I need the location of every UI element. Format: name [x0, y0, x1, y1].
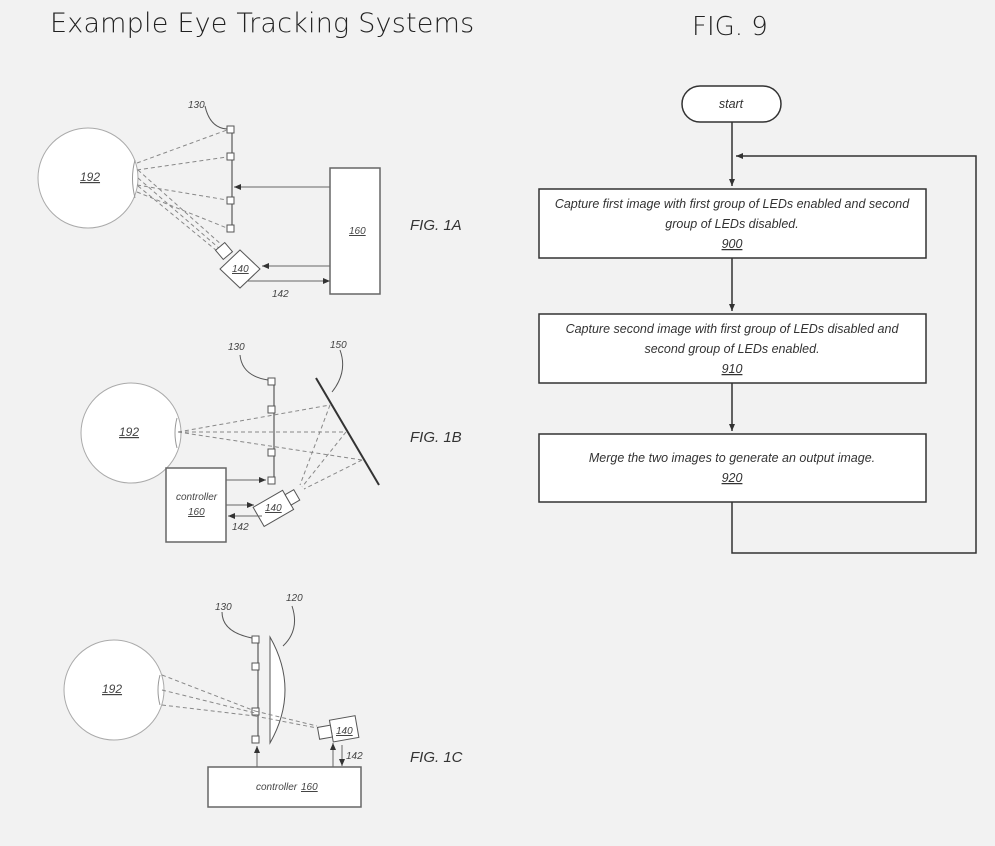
- led: [251, 735, 260, 744]
- leader-130: [204, 105, 228, 130]
- led: [226, 152, 235, 161]
- eye-cornea: [174, 417, 178, 449]
- camera-label: 140: [336, 726, 353, 737]
- camera-lens: [214, 241, 234, 261]
- step-920-ref: 920: [722, 471, 743, 485]
- mirror-150: [315, 377, 380, 486]
- controller-label: 160: [301, 782, 318, 793]
- leader-120: [282, 605, 295, 647]
- led: [251, 635, 260, 644]
- controller-word: controller: [176, 492, 218, 503]
- page-title: Example Eye Tracking Systems: [50, 8, 475, 39]
- signal-label: 142: [272, 289, 289, 300]
- led: [226, 196, 235, 205]
- controller-160: [329, 167, 381, 295]
- step-900-ref: 900: [722, 237, 743, 251]
- light-rays: [161, 674, 318, 729]
- fig-1c: 192 130 120 140 controller 160: [63, 593, 463, 808]
- eye-label: 192: [80, 170, 100, 184]
- leds-label: 130: [188, 100, 205, 111]
- fig-1a-label: FIG. 1A: [410, 217, 462, 234]
- camera-label: 140: [265, 503, 282, 514]
- leader-130: [239, 354, 269, 381]
- step-900-line2: group of LEDs disabled.: [665, 217, 798, 231]
- fig9-heading: FIG. 9: [692, 12, 768, 42]
- eye-label: 192: [119, 425, 139, 439]
- fig-1c-label: FIG. 1C: [410, 749, 463, 766]
- mirror-label: 150: [330, 340, 347, 351]
- led: [267, 405, 276, 414]
- controller-label: 160: [188, 507, 205, 518]
- eye-cornea: [132, 159, 136, 199]
- start-label: start: [719, 97, 744, 111]
- fig-1a: 192 130 140 160 142 FIG. 1A: [37, 100, 462, 300]
- led: [226, 125, 235, 134]
- camera-label: 140: [232, 264, 249, 275]
- step-910-line1: Capture second image with first group of…: [566, 322, 900, 336]
- lens-120: [269, 635, 286, 745]
- controller-160: [165, 467, 227, 543]
- step-910-ref: 910: [722, 362, 743, 376]
- led: [251, 662, 260, 671]
- signal-label: 142: [232, 522, 249, 533]
- led: [267, 448, 276, 457]
- controller-160: [207, 766, 362, 808]
- led: [267, 476, 276, 485]
- camera-140: [252, 488, 301, 528]
- camera-140: [219, 249, 261, 289]
- step-920: [538, 433, 927, 503]
- light-rays: [177, 404, 363, 490]
- step-900-line1: Capture first image with first group of …: [555, 197, 910, 211]
- step-910: [538, 313, 927, 384]
- fig-9-flowchart: start Capture first image with first gro…: [538, 85, 977, 554]
- eye-cornea: [157, 674, 161, 706]
- step-920-line1: Merge the two images to generate an outp…: [589, 451, 875, 465]
- signal-label: 142: [346, 751, 363, 762]
- eye-label: 192: [102, 682, 122, 696]
- fig-1b-label: FIG. 1B: [410, 429, 462, 446]
- leader-150: [331, 349, 344, 393]
- step-910-line2: second group of LEDs enabled.: [644, 342, 819, 356]
- led: [267, 377, 276, 386]
- leds-label: 130: [228, 342, 245, 353]
- loop-back-arrow: [731, 153, 977, 554]
- controller-label: 160: [349, 226, 366, 237]
- fig-1b: 192 130 150 controller 160 140: [80, 340, 462, 543]
- lens-label: 120: [286, 593, 303, 604]
- leds-label: 130: [215, 602, 232, 613]
- leader-130: [221, 611, 253, 639]
- controller-word: controller: [256, 782, 298, 793]
- led: [226, 224, 235, 233]
- light-rays: [136, 129, 228, 252]
- eye-192: [80, 382, 182, 484]
- camera-140: [316, 715, 360, 743]
